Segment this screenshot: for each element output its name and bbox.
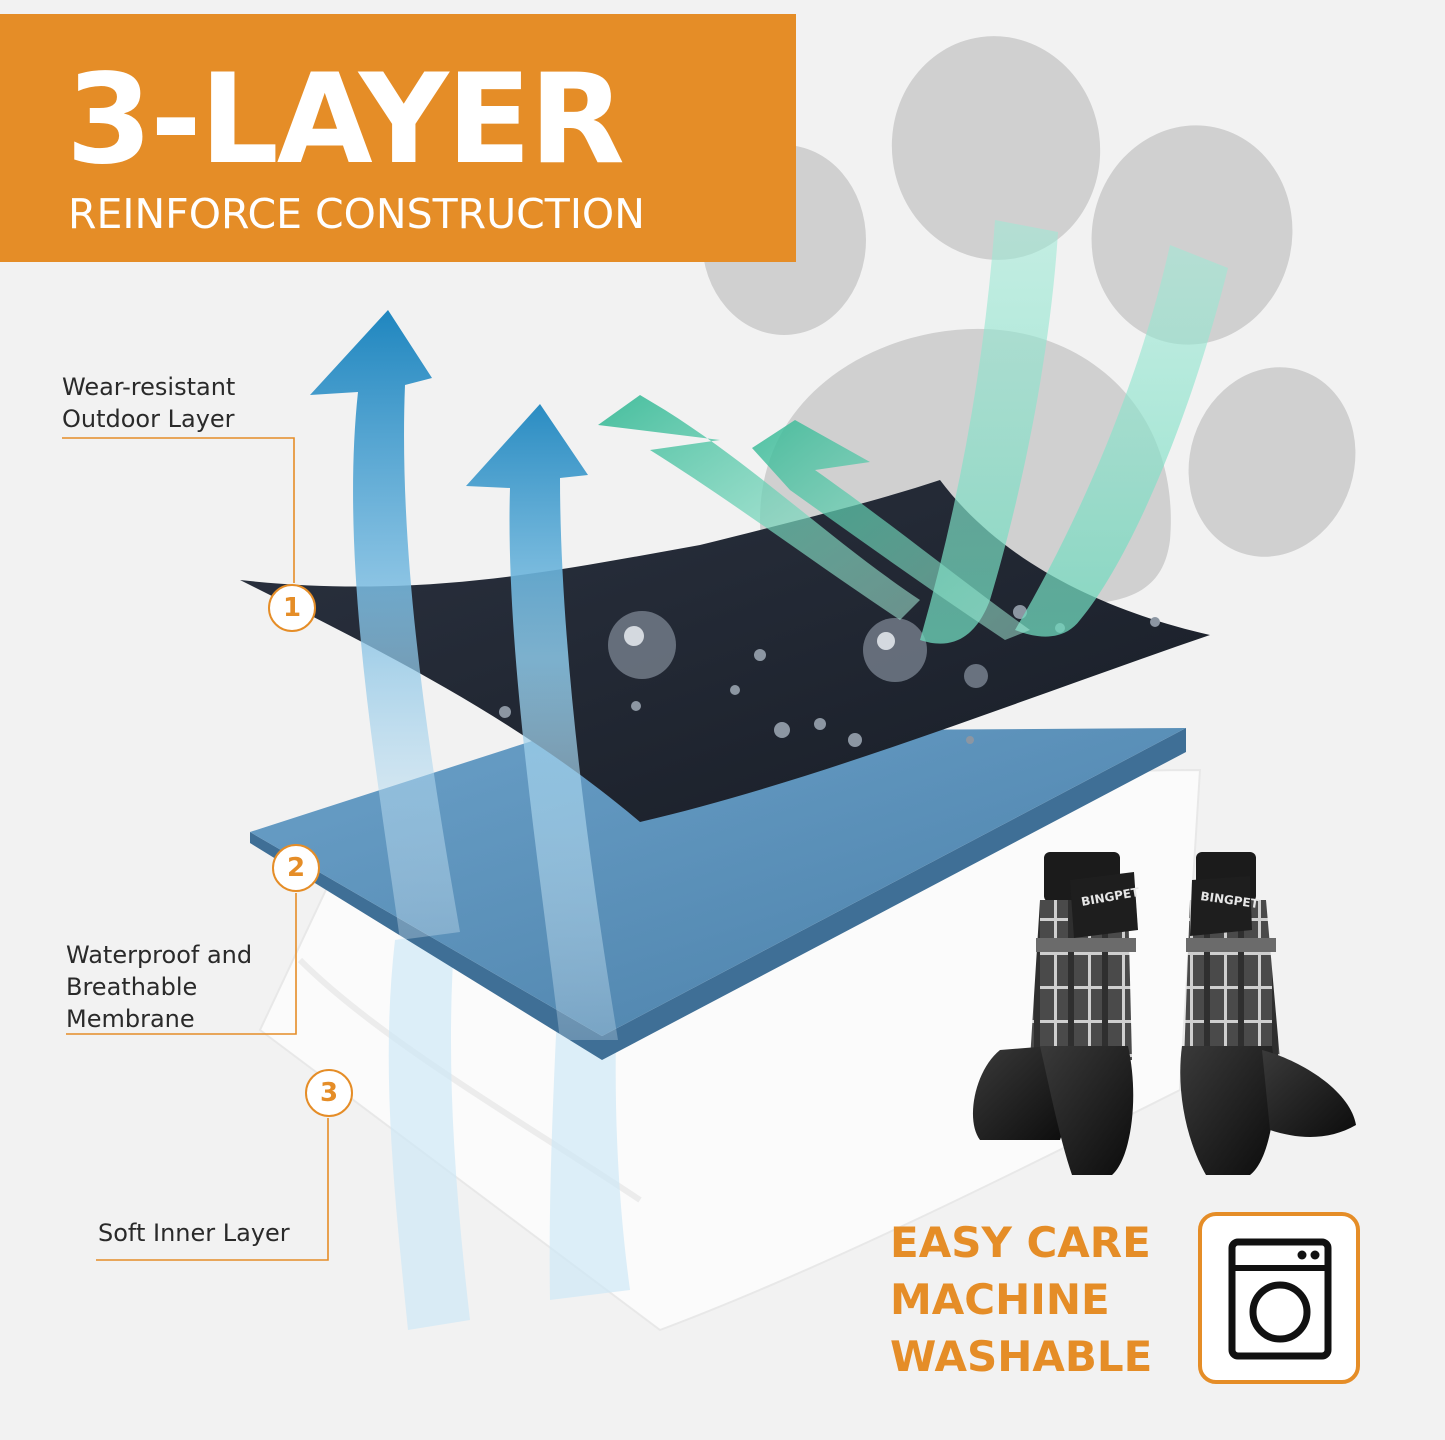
water-droplets — [499, 605, 1160, 747]
care-line-3: WASHABLE — [890, 1332, 1153, 1381]
callout-line-2 — [66, 893, 297, 1035]
layer-number-badge-3: 3 — [305, 1069, 353, 1117]
airflow-ribbon — [1015, 245, 1228, 637]
callout-2-line-1: Waterproof and — [66, 941, 253, 969]
care-line-2: MACHINE — [890, 1275, 1110, 1324]
dog-boots-image: BINGPET BINGPET — [972, 852, 1356, 1175]
membrane-layer — [250, 728, 1186, 1036]
callout-label-3: Soft Inner Layer — [98, 1217, 290, 1249]
callout-label-1: Wear-resistant Outdoor Layer — [62, 371, 235, 435]
callout-1-line-1: Wear-resistant — [62, 373, 236, 401]
arrow-green-icon — [598, 395, 920, 620]
arrow-green-icon — [752, 420, 1030, 640]
callout-1-line-2: Outdoor Layer — [62, 405, 235, 433]
membrane-layer-edge — [250, 728, 1186, 1060]
callout-label-2: Waterproof and Breathable Membrane — [66, 939, 252, 1035]
callout-2-line-2: Breathable — [66, 973, 198, 1001]
washing-machine-icon — [1228, 1238, 1332, 1360]
care-line-1: EASY CARE — [890, 1218, 1151, 1267]
arrow-up-icon — [310, 310, 460, 940]
arrow-up-icon — [388, 930, 470, 1330]
layer-number-badge-1: 1 — [268, 584, 316, 632]
callout-line-1 — [62, 437, 295, 583]
washer-icon-box — [1198, 1212, 1360, 1384]
callout-3-line-1: Soft Inner Layer — [98, 1219, 290, 1247]
callout-2-line-3: Membrane — [66, 1005, 195, 1033]
banner-subtitle: REINFORCE CONSTRUCTION — [68, 190, 645, 238]
banner-title: 3-LAYER — [66, 48, 625, 192]
title-banner: 3-LAYER REINFORCE CONSTRUCTION — [0, 14, 796, 262]
layer-number-badge-2: 2 — [272, 844, 320, 892]
callout-line-3 — [96, 1118, 329, 1261]
airflow-ribbon — [920, 220, 1058, 644]
arrow-up-icon — [466, 404, 618, 1040]
easy-care-text: EASY CARE MACHINE WASHABLE — [890, 1214, 1152, 1385]
